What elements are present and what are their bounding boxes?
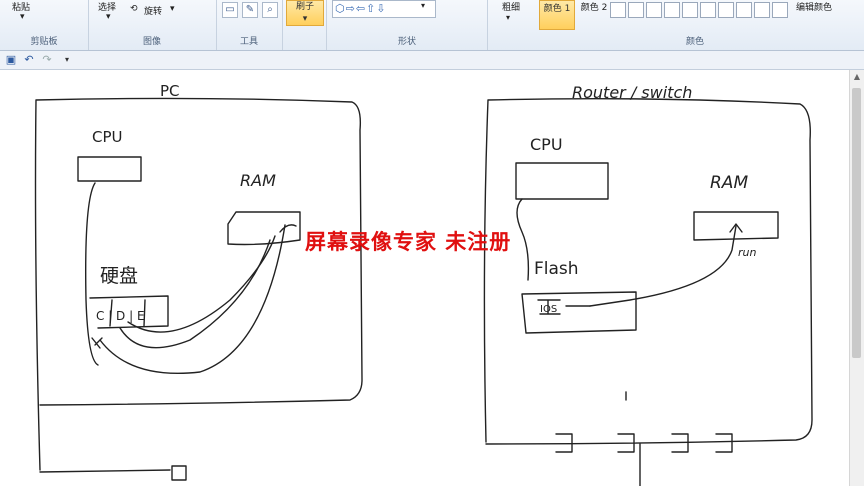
color2-button[interactable]: 颜色 2	[580, 2, 608, 14]
color-swatch[interactable]	[682, 2, 698, 18]
colors-group: 颜色	[530, 0, 860, 50]
router-cpu-text: CPU	[530, 135, 563, 154]
color1-label: 颜色 1	[543, 4, 571, 14]
router-cpu-box	[515, 162, 609, 200]
router-flash-box	[521, 291, 637, 334]
tools-group: ▭ ✎ ⌕ 工具	[216, 0, 283, 50]
router-arrow-head	[729, 223, 743, 233]
color-swatch[interactable]	[700, 2, 716, 18]
colors-group-label: 颜色	[685, 37, 704, 47]
pc-arrow-head	[279, 224, 297, 233]
tools-group-label: 工具	[239, 37, 258, 47]
color-swatch[interactable]	[664, 2, 680, 18]
router-box	[483, 97, 813, 445]
color1-button[interactable]: 颜色 1	[539, 0, 575, 30]
router-port	[555, 433, 573, 453]
pc-base-line	[39, 469, 171, 473]
color-swatch[interactable]	[718, 2, 734, 18]
pc-partitions-text: C | D | E	[96, 309, 145, 323]
router-port	[715, 433, 733, 453]
brush-button[interactable]: 刷子 ▾	[286, 0, 324, 26]
outline-dropdown-icon[interactable]: ▾	[506, 13, 511, 22]
router-ios-marks	[537, 299, 591, 315]
brush-label: 刷子	[295, 2, 314, 12]
shapes-group: 形状	[326, 0, 488, 50]
paste-button[interactable]: 粘贴	[12, 3, 31, 13]
pc-disk-ram-curve	[127, 235, 276, 333]
watermark-text: 屏幕录像专家 未注册	[305, 229, 512, 254]
router-ram-note-text: run	[738, 246, 756, 259]
pc-disk-divider	[109, 299, 113, 327]
router-ram-flash-curve	[589, 225, 737, 307]
router-ram-text: RAM	[710, 173, 748, 193]
color-swatch[interactable]	[772, 2, 788, 18]
rotate-dropdown-icon[interactable]: ▾	[170, 4, 175, 14]
quick-access-toolbar: ▣ ↶ ↷ ▾	[0, 51, 864, 70]
brush-dropdown-icon: ▾	[302, 14, 308, 24]
vertical-scrollbar[interactable]: ▲	[849, 70, 864, 486]
magnifier-icon[interactable]: ⌕	[262, 2, 278, 18]
rotate-icon[interactable]: ⟲	[130, 4, 138, 14]
pc-cpu-line	[85, 182, 99, 366]
pc-disk-ram-curve	[119, 239, 271, 349]
color-swatch[interactable]	[628, 2, 644, 18]
rotate-button[interactable]: 旋转	[144, 7, 163, 17]
pc-disk-text: 硬盘	[100, 265, 138, 287]
eraser-icon[interactable]: ▭	[222, 2, 238, 18]
select-dropdown-icon[interactable]: ▾	[106, 12, 111, 22]
pc-scribble	[91, 337, 103, 349]
ribbon: 粘贴 ▾ 剪贴板 选择 ▾ ⟲ 旋转 ▾ 图像 ▭ ✎ ⌕ 工具 刷子 ▾ 形状…	[0, 0, 864, 51]
color-swatch[interactable]	[610, 2, 626, 18]
customize-qat-icon[interactable]: ▾	[64, 55, 69, 64]
color-swatch[interactable]	[754, 2, 770, 18]
pc-ram-text: RAM	[240, 171, 276, 190]
outline-width-button[interactable]: 粗细	[502, 0, 520, 13]
pc-disk-ram-curve	[99, 224, 286, 375]
router-ios-text: IOS	[540, 304, 557, 315]
router-port	[671, 433, 689, 453]
pc-cpu-text: CPU	[92, 128, 123, 146]
scroll-up-icon[interactable]: ▲	[853, 72, 861, 81]
router-title-text: Router / switch	[572, 83, 692, 102]
save-icon[interactable]: ▣	[5, 53, 17, 66]
pc-disk-box	[89, 295, 169, 329]
pc-title-text: PC	[160, 82, 180, 100]
select-button[interactable]: 选择	[98, 3, 117, 13]
edit-colors-button[interactable]: 编辑颜色	[796, 3, 833, 13]
router-cpu-line	[516, 198, 530, 281]
pc-base-mark	[171, 465, 187, 481]
redo-icon[interactable]: ↷	[42, 53, 52, 66]
color2-label: 颜色 2	[580, 3, 608, 13]
color-swatch[interactable]	[736, 2, 752, 18]
color-swatch[interactable]	[646, 2, 662, 18]
shapes-group-label: 形状	[397, 37, 416, 47]
shapes-gallery[interactable]: ⬡⇨⇦⇧⇩	[332, 0, 436, 18]
paste-dropdown-icon[interactable]: ▾	[20, 12, 25, 22]
clipboard-group-label: 剪贴板	[30, 37, 58, 47]
clipboard-group: 粘贴 ▾ 剪贴板	[0, 0, 89, 50]
router-port	[617, 433, 635, 453]
pc-ram-box	[227, 211, 301, 246]
pc-box	[34, 97, 363, 471]
router-flash-text: Flash	[534, 259, 579, 279]
color-picker-icon[interactable]: ✎	[242, 2, 258, 18]
canvas-drawing: PC CPU RAM 硬盘 C | D | E Router / switch …	[34, 82, 813, 486]
image-group: 选择 ▾ ⟲ 旋转 ▾ 图像	[88, 0, 217, 50]
pc-cpu-box	[77, 156, 142, 182]
shapes-more-icon[interactable]: ▾	[421, 1, 426, 10]
pc-disk-divider	[143, 299, 146, 327]
router-ram-box	[693, 211, 779, 241]
undo-icon[interactable]: ↶	[24, 53, 34, 66]
scroll-thumb[interactable]	[852, 88, 861, 358]
outline-width-label: 粗细	[502, 3, 521, 13]
image-group-label: 图像	[142, 37, 161, 47]
drawing-canvas[interactable]: PC CPU RAM 硬盘 C | D | E Router / switch …	[0, 70, 850, 486]
